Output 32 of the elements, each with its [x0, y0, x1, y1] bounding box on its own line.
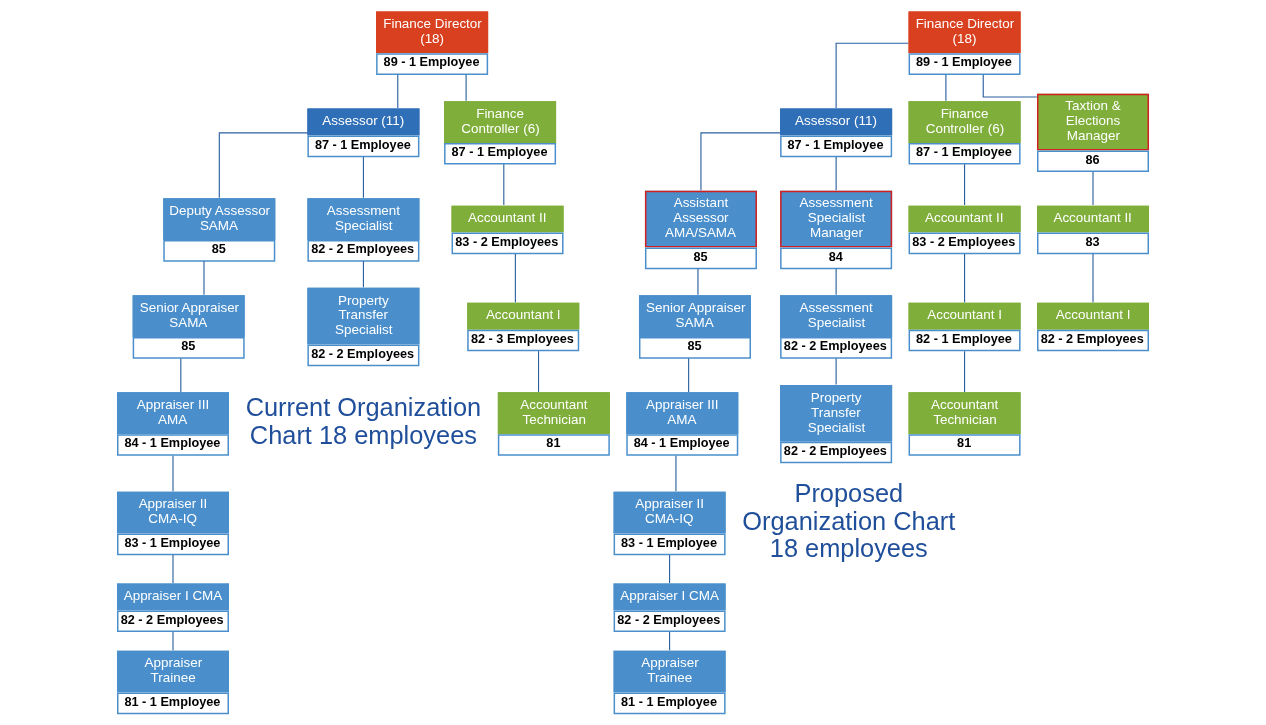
connector: [465, 74, 467, 102]
label: Current Organization Chart 18 employees: [245, 393, 482, 450]
connector: [362, 260, 364, 288]
connector: [669, 631, 671, 651]
connector: [982, 74, 1038, 98]
connector: [700, 132, 781, 191]
label: Proposed Organization Chart 18 employees: [742, 478, 956, 563]
connector: [172, 631, 174, 651]
connector: [362, 156, 364, 199]
connector: [397, 74, 399, 109]
connector: [835, 357, 837, 385]
connector: [964, 163, 966, 206]
connector: [1092, 253, 1094, 303]
connector: [688, 357, 690, 393]
connector: [835, 156, 837, 191]
connector: [172, 554, 174, 584]
connector: [537, 350, 540, 393]
connector: [203, 260, 205, 296]
connector: [669, 554, 671, 584]
connector: [835, 268, 837, 296]
connector: [180, 357, 182, 393]
connector: [218, 132, 308, 199]
connector: [503, 163, 505, 206]
connector: [675, 455, 677, 492]
connector: [172, 455, 174, 492]
connector: [1092, 171, 1094, 206]
connector: [697, 268, 699, 296]
connector: [945, 74, 947, 102]
connector: [835, 42, 909, 109]
connector: [964, 253, 966, 303]
connector: [964, 350, 966, 393]
connector: [514, 253, 516, 303]
